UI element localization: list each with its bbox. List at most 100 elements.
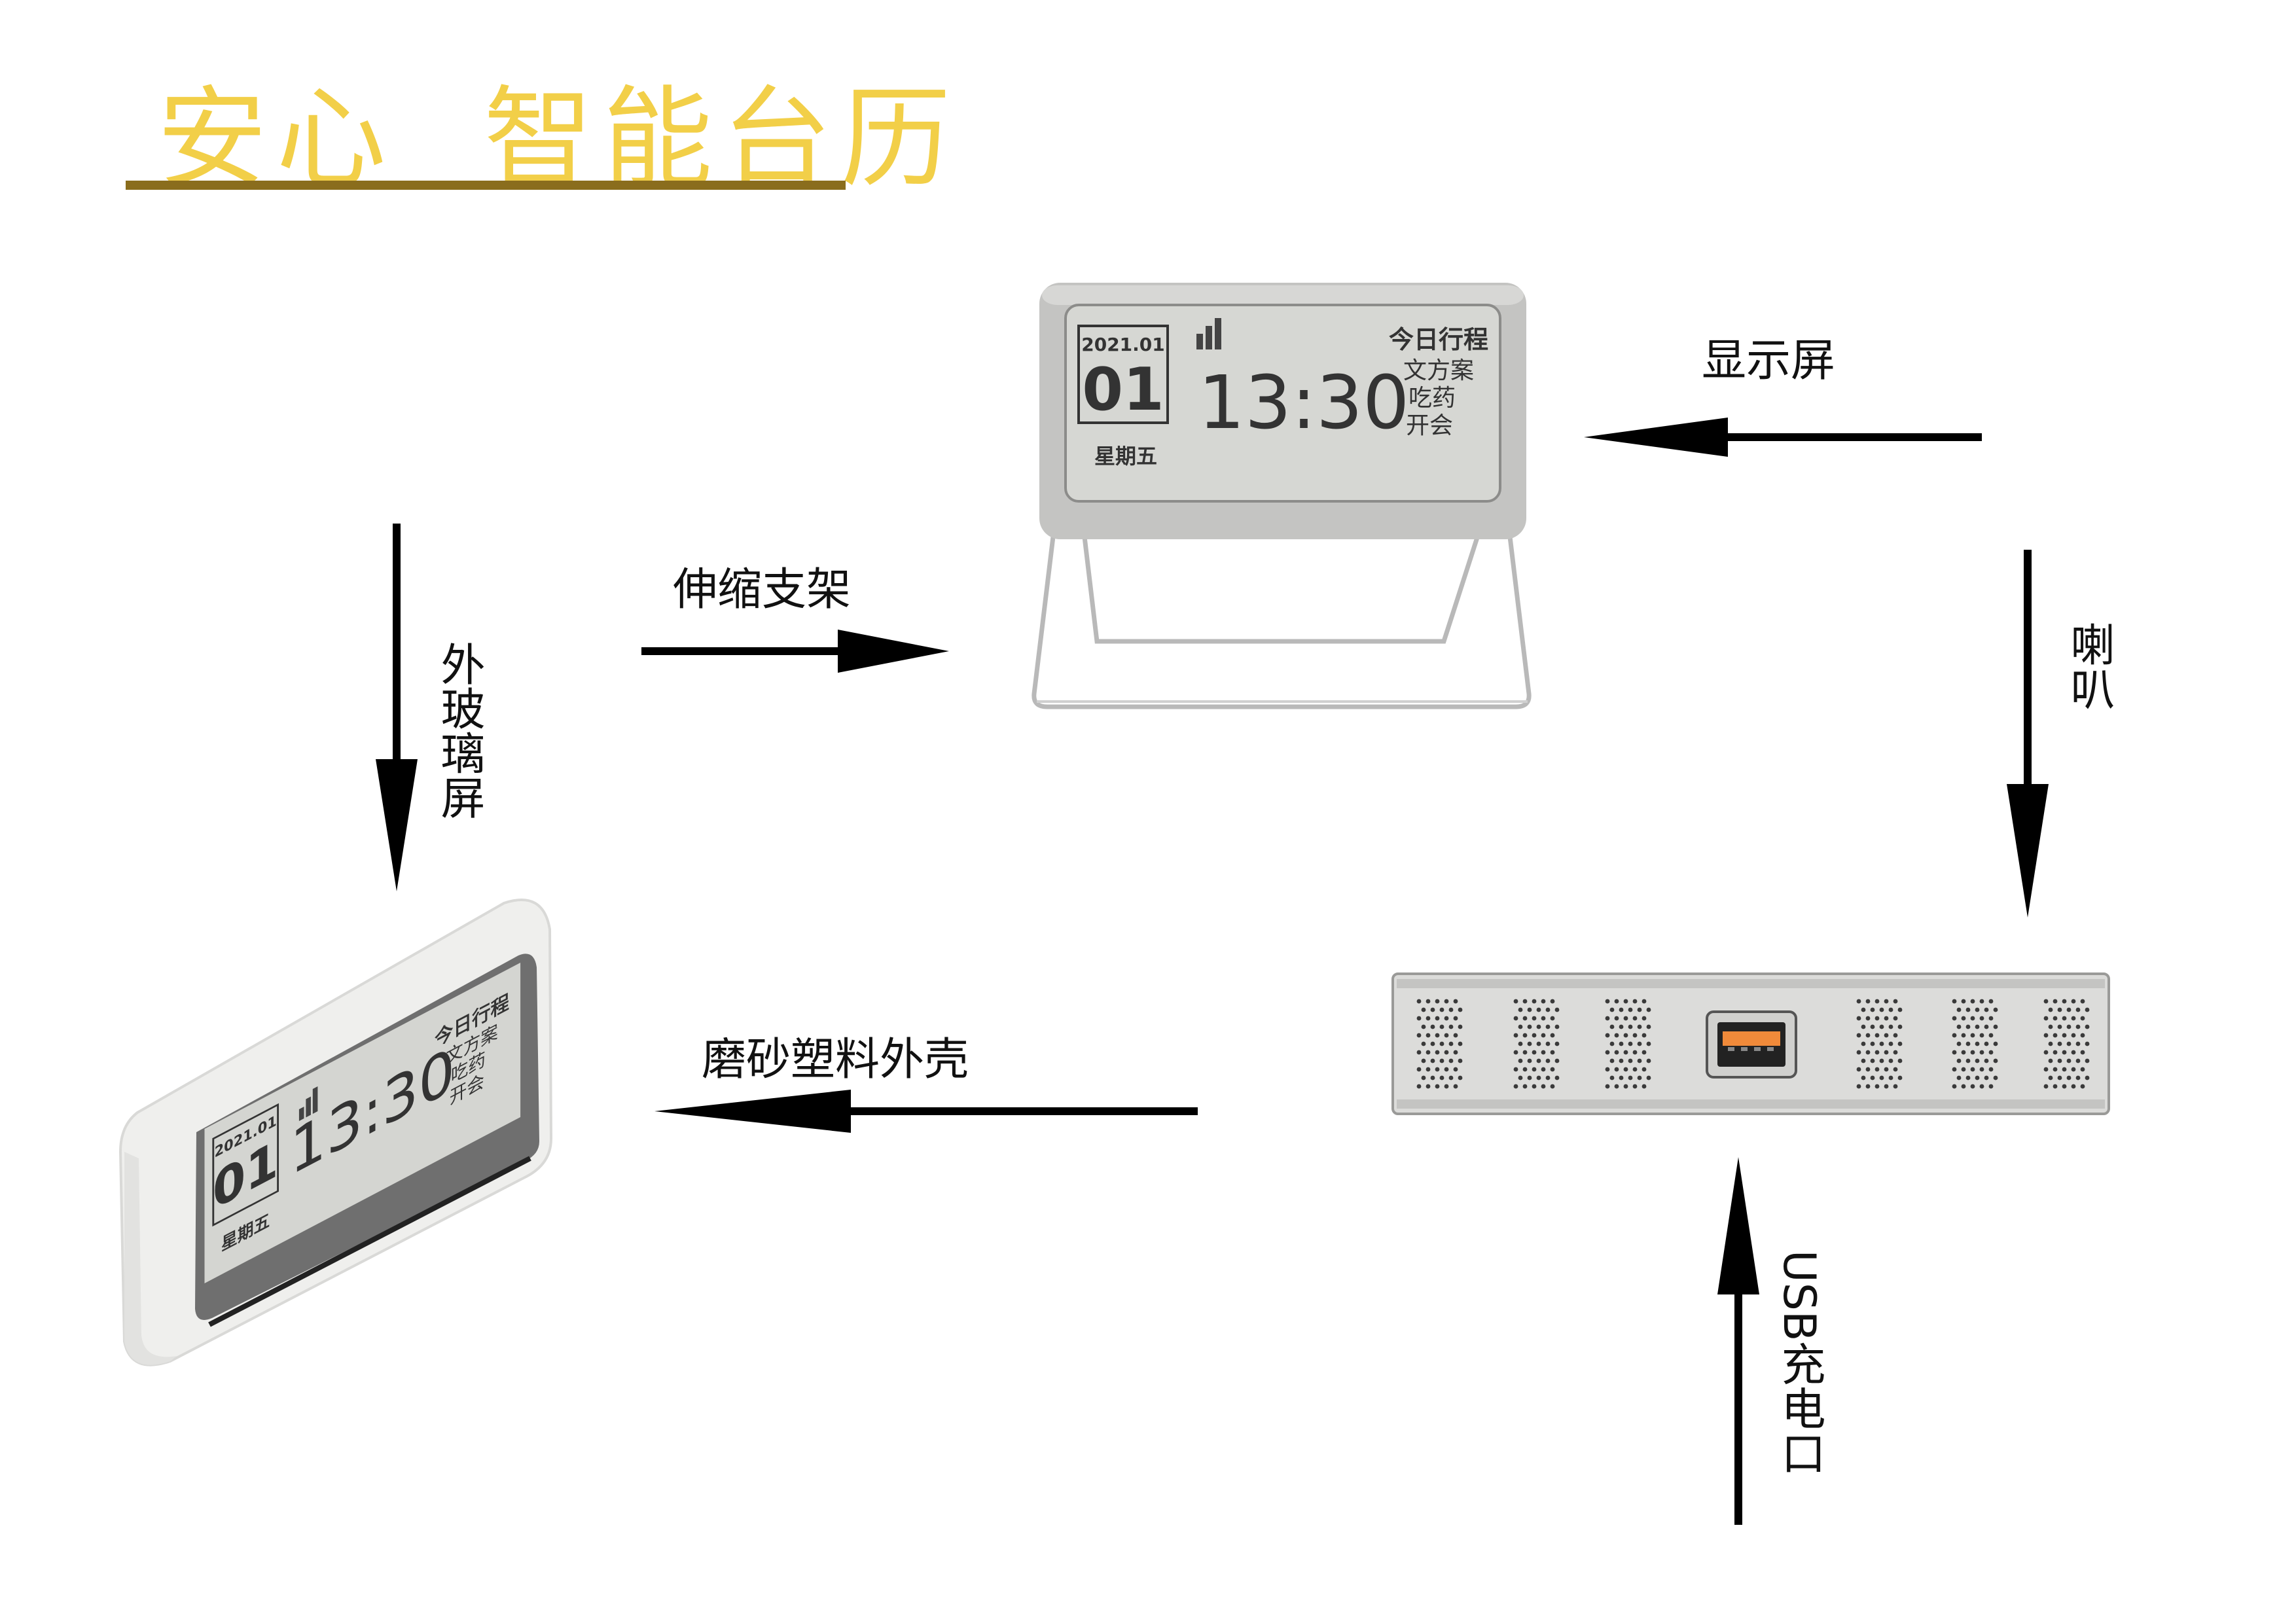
label-speaker: 喇叭 (2062, 622, 2114, 711)
grille-hole (1518, 1075, 1523, 1080)
grille-hole (2043, 1050, 2049, 1055)
grille-hole (1879, 1024, 1884, 1029)
grille-hole (1609, 1041, 1615, 1046)
grille-hole (1975, 1041, 1980, 1046)
grille-hole (1522, 1084, 1528, 1089)
grille-hole (1426, 1033, 1431, 1038)
grille-hole (1444, 1084, 1449, 1089)
grille-hole (1605, 1067, 1610, 1072)
grille-hole (1554, 1007, 1560, 1012)
grille-hole (1550, 1067, 1555, 1072)
usb-port (1706, 1010, 1797, 1079)
grille-hole (1541, 1084, 1546, 1089)
grille-hole (1861, 1058, 1866, 1063)
grille-hole (1439, 1058, 1444, 1063)
glass-screen (204, 963, 521, 1283)
grille-hole (1435, 1067, 1440, 1072)
grille-hole (1448, 1075, 1454, 1080)
grille-hole (1430, 1075, 1435, 1080)
grille-hole (1646, 1007, 1651, 1012)
grille-hole (1439, 1007, 1444, 1012)
grille-hole (2043, 1016, 2049, 1021)
grille-hole (1865, 999, 1871, 1004)
grille-hole (1541, 1033, 1546, 1038)
grille-hole (1545, 1058, 1551, 1063)
grille-hole (1435, 1016, 1440, 1021)
grille-hole (1619, 1058, 1624, 1063)
grille-hole (1623, 1084, 1628, 1089)
grille-hole (1623, 1033, 1628, 1038)
calendar-back-view (1391, 972, 2110, 1115)
label-display: 显示屏 (1702, 335, 1836, 387)
grille-hole (1416, 1067, 1422, 1072)
grille-hole (1646, 1075, 1651, 1080)
grille-hole (1609, 1075, 1615, 1080)
grille-hole (2080, 1016, 2085, 1021)
grille-hole (1536, 1075, 1541, 1080)
grille-hole (1444, 1067, 1449, 1072)
grille-hole (1550, 1050, 1555, 1055)
grille-hole (1970, 1033, 1975, 1038)
grille-hole (1897, 1058, 1903, 1063)
grille-hole (2062, 999, 2067, 1004)
grille-hole (1865, 1084, 1871, 1089)
grille-hole (1426, 999, 1431, 1004)
grille-hole (2043, 1067, 2049, 1072)
grille-hole (1513, 1033, 1518, 1038)
grille-hole (1856, 1084, 1861, 1089)
grille-hole (1527, 1058, 1532, 1063)
grille-hole (1637, 1058, 1642, 1063)
grille-hole (1975, 1075, 1980, 1080)
grille-hole (1856, 1016, 1861, 1021)
grille-hole (1874, 1084, 1880, 1089)
grille-hole (2075, 1024, 2081, 1029)
grille-hole (2071, 1033, 2076, 1038)
grille-hole (1430, 1024, 1435, 1029)
grille-hole (1536, 1058, 1541, 1063)
grille-hole (1884, 1067, 1889, 1072)
grille-hole (1435, 1084, 1440, 1089)
grille-hole (1975, 1007, 1980, 1012)
grille-hole (1865, 1050, 1871, 1055)
grille-hole (1897, 1024, 1903, 1029)
label-shell: 磨砂塑料外壳 (702, 1034, 969, 1086)
grille-hole (1522, 1050, 1528, 1055)
grille-hole (1605, 1016, 1610, 1021)
speaker-arrow (2007, 550, 2049, 918)
grille-hole (1979, 1016, 1984, 1021)
grille-hole (1619, 1041, 1624, 1046)
grille-hole (1628, 1007, 1633, 1012)
grille-hole (1993, 1007, 1998, 1012)
label-glass: 外玻璃屏 (433, 641, 484, 819)
grille-hole (1965, 1075, 1971, 1080)
stand-arrow (641, 630, 949, 673)
grille-hole (1605, 999, 1610, 1004)
grille-hole (1513, 1084, 1518, 1089)
grille-hole (2048, 1024, 2053, 1029)
grille-hole (1856, 1067, 1861, 1072)
grille-hole (1527, 1007, 1532, 1012)
grille-hole (1614, 1050, 1619, 1055)
grille-hole (1970, 1016, 1975, 1021)
grille-hole (2085, 1024, 2090, 1029)
grille-hole (1961, 1050, 1966, 1055)
grille-hole (1979, 1084, 1984, 1089)
grille-hole (1426, 1067, 1431, 1072)
grille-hole (1439, 1075, 1444, 1080)
grille-hole (1952, 1084, 1957, 1089)
grille-hole (1614, 1016, 1619, 1021)
grille-hole (1435, 999, 1440, 1004)
grille-hole (1614, 1067, 1619, 1072)
grille-hole (1623, 1016, 1628, 1021)
grille-hole (1550, 1016, 1555, 1021)
grille-hole (1879, 1041, 1884, 1046)
grille-hole (1893, 1084, 1898, 1089)
grille-hole (1623, 999, 1628, 1004)
grille-hole (2057, 1058, 2062, 1063)
grille-hole (2066, 1075, 2072, 1080)
grille-hole (1628, 1041, 1633, 1046)
grille-hole (1444, 1033, 1449, 1038)
grille-hole (1865, 1067, 1871, 1072)
grille-hole (1623, 1067, 1628, 1072)
grille-hole (1416, 999, 1422, 1004)
